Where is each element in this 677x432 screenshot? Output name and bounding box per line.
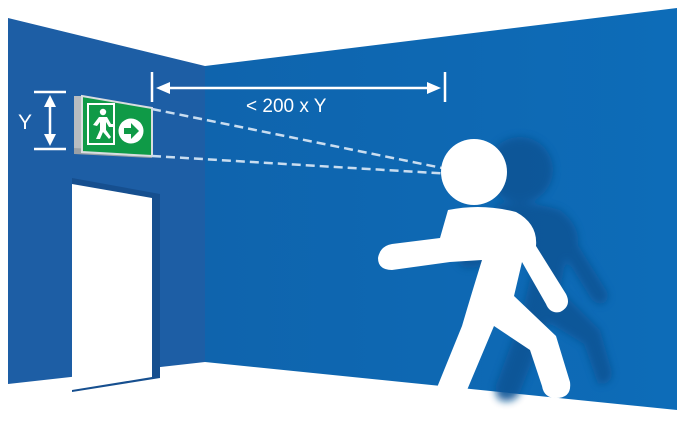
distance-label: < 200 x Y — [246, 96, 327, 117]
doorway — [72, 184, 152, 390]
height-label: Y — [18, 111, 33, 134]
sight-line-top — [151, 107, 453, 172]
sign-bracket — [74, 96, 82, 152]
back-wall — [205, 8, 677, 410]
height-arrow — [34, 90, 66, 151]
sight-line-bottom — [151, 154, 453, 176]
distance-arrow — [150, 72, 447, 102]
running-person-icon — [378, 139, 571, 411]
exit-sign-icon — [81, 94, 153, 158]
